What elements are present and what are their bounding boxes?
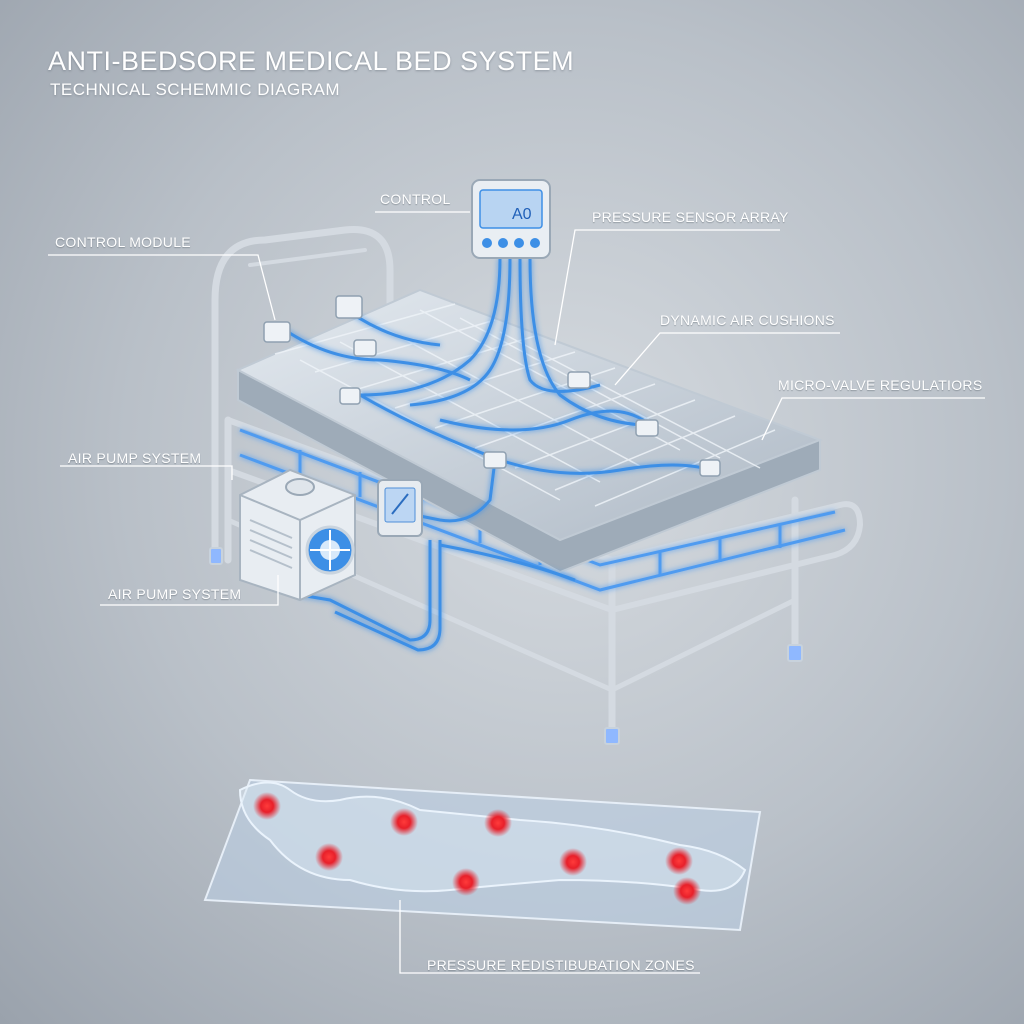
pressure-point — [484, 809, 512, 837]
pressure-point — [315, 843, 343, 871]
pressure-point — [253, 792, 281, 820]
bed-frame — [211, 226, 863, 744]
leg-caps — [209, 547, 803, 745]
label-dynamic-air-cushions: DYNAMIC AIR CUSHIONS — [660, 312, 835, 328]
side-control-panel — [377, 479, 423, 537]
label-pressure-sensor-array: PRESSURE SENSOR ARRAY — [592, 209, 789, 225]
air-pump-unit — [239, 468, 356, 602]
page-title: ANTI-BEDSORE MEDICAL BED SYSTEM — [48, 46, 575, 76]
patient-silhouette — [238, 781, 747, 893]
label-micro-valve-regulators: MICRO-VALVE REGULATIORS — [778, 377, 983, 393]
label-control: CONTROL — [380, 191, 451, 207]
micro-valves — [263, 295, 721, 477]
page-subtitle: TECHNICAL SCHEMMIC DIAGRAM — [50, 80, 341, 99]
control-unit: A0 — [471, 179, 551, 259]
label-control-module: CONTROL MODULE — [55, 234, 191, 250]
pressure-points — [253, 792, 701, 905]
control-display-readout: A0 — [512, 206, 532, 223]
air-tubing-network — [284, 257, 711, 652]
label-air-pump-system-bottom: AIR PUMP SYSTEM — [108, 586, 242, 602]
pressure-point — [559, 848, 587, 876]
leader-lines — [48, 211, 985, 974]
pressure-point — [673, 877, 701, 905]
pressure-point — [452, 868, 480, 896]
label-pressure-zones: PRESSURE REDISTIBUBATION ZONES — [427, 957, 695, 973]
pressure-point — [665, 847, 693, 875]
pressure-point — [390, 808, 418, 836]
pressure-map-mat — [203, 778, 762, 932]
label-air-pump-system-top: AIR PUMP SYSTEM — [68, 450, 202, 466]
